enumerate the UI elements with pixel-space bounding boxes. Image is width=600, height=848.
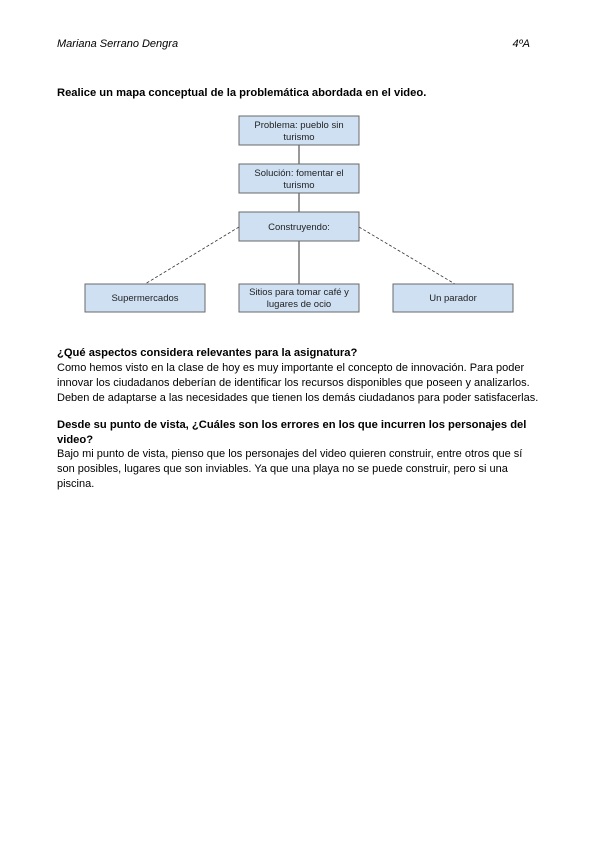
svg-text:turismo: turismo: [283, 132, 314, 143]
svg-text:Supermercados: Supermercados: [111, 293, 178, 304]
answer-line: Deben de adaptarse a las necesidades que…: [57, 392, 539, 404]
grade-label: 4ºA: [512, 38, 530, 50]
answer-line: piscina.: [57, 478, 95, 490]
errors-answer: Bajo mi punto de vista, pienso que los p…: [57, 447, 547, 492]
node-building: Construyendo:: [238, 211, 360, 242]
node-supermarkets: Supermercados: [84, 283, 206, 313]
svg-text:turismo: turismo: [283, 180, 314, 191]
errors-question: Desde su punto de vista, ¿Cuáles son los…: [57, 418, 537, 448]
connector-building-lookout: [358, 226, 456, 285]
svg-text:Problema: pueblo sin: Problema: pueblo sin: [254, 120, 343, 131]
answer-line: innovar los ciudadanos deberían de ident…: [57, 377, 530, 389]
node-problem: Problema: pueblo sin turismo: [238, 115, 360, 146]
svg-text:lugares de ocio: lugares de ocio: [267, 299, 331, 310]
answer-line: son posibles, lugares que son inviables.…: [57, 463, 508, 475]
node-lookout: Un parador: [392, 283, 514, 313]
relevant-aspects-answer: Como hemos visto en la clase de hoy es m…: [57, 361, 547, 406]
question-line: Desde su punto de vista, ¿Cuáles son los…: [57, 419, 527, 431]
relevant-aspects-question: ¿Qué aspectos considera relevantes para …: [57, 347, 358, 359]
svg-text:Solución: fomentar el: Solución: fomentar el: [254, 168, 343, 179]
node-places: Sitios para tomar café y lugares de ocio: [238, 283, 360, 313]
svg-text:Sitios para tomar café y: Sitios para tomar café y: [249, 287, 349, 298]
svg-text:Construyendo:: Construyendo:: [268, 222, 330, 233]
svg-text:Un parador: Un parador: [429, 293, 477, 304]
question-line: video?: [57, 434, 94, 446]
connector-building-supermarkets: [144, 226, 240, 285]
answer-line: Bajo mi punto de vista, pienso que los p…: [57, 448, 523, 460]
answer-line: Como hemos visto en la clase de hoy es m…: [57, 362, 525, 374]
author-name: Mariana Serrano Dengra: [57, 38, 179, 50]
node-solution: Solución: fomentar el turismo: [238, 163, 360, 194]
concept-map-question: Realice un mapa conceptual de la problem…: [57, 87, 427, 99]
